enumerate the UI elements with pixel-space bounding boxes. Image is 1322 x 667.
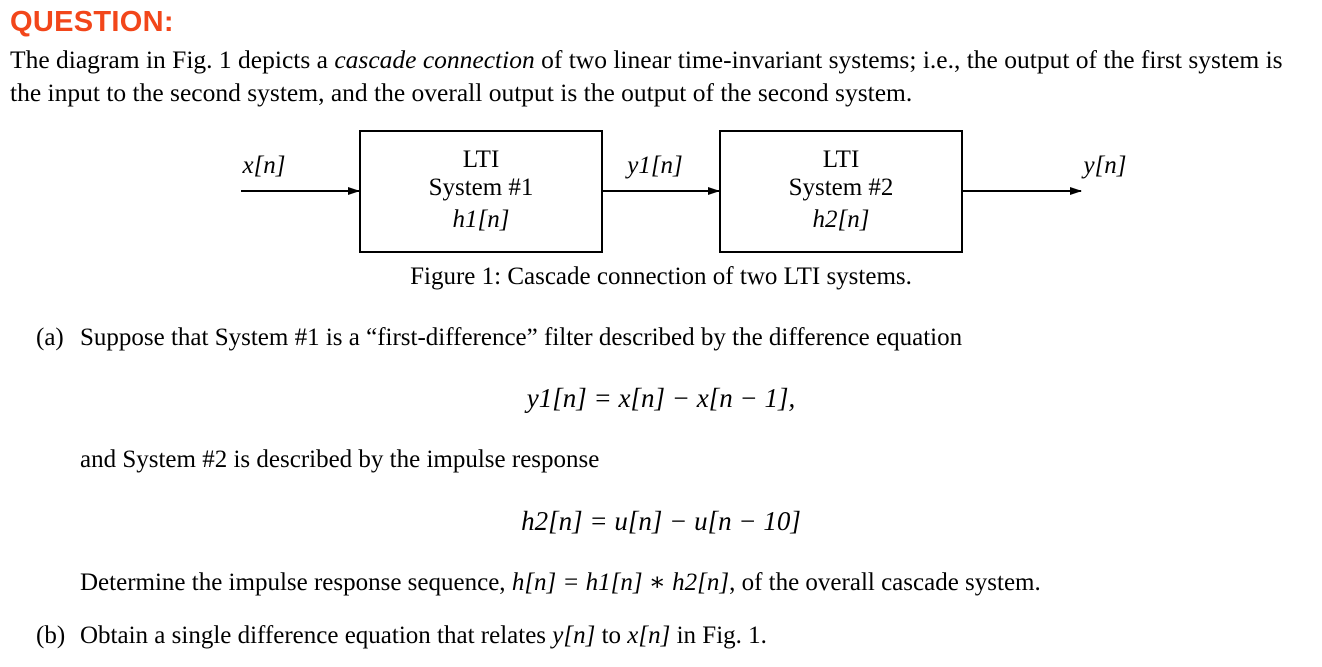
- system2-line2: System #2: [789, 174, 894, 201]
- intro-text-after: of two linear time-invariant systems; i.…: [10, 45, 1283, 107]
- equation-h2: h2[n] = u[n] − u[n − 10]: [521, 506, 801, 536]
- part-a-text3-before: Determine the impulse response sequence,: [80, 569, 512, 596]
- intro-text-before: The diagram in Fig. 1 depicts a: [10, 45, 335, 74]
- part-b-math2: x[n]: [627, 622, 671, 649]
- system1-box: [359, 130, 603, 253]
- part-b-marker: (b): [36, 622, 66, 649]
- part-b-before: Obtain a single difference equation that…: [80, 622, 553, 649]
- output-label: y[n]: [1080, 152, 1126, 179]
- input-label: x[n]: [241, 152, 285, 179]
- part-b-math1: y[n]: [552, 622, 596, 649]
- equation-y1: y1[n] = x[n] − x[n − 1],: [526, 383, 796, 413]
- system2-line1: LTI: [823, 146, 860, 173]
- part-b-middle: to: [595, 622, 628, 649]
- system1-line1: LTI: [463, 146, 500, 173]
- system2-box: [719, 130, 963, 253]
- question-heading: QUESTION:: [10, 6, 174, 38]
- part-a-convolution: h[n] = h1[n] ∗ h2[n]: [511, 569, 730, 596]
- mid-label: y1[n]: [624, 152, 683, 179]
- part-b-text: Obtain a single difference equation that…: [80, 622, 767, 650]
- part-a-text2: and System #2 is described by the impuls…: [80, 446, 600, 473]
- part-a-text3-after: , of the overall cascade system.: [729, 569, 1041, 596]
- part-a-text1: Suppose that System #1 is a “first-diffe…: [80, 324, 963, 351]
- intro-paragraph: The diagram in Fig. 1 depicts a cascade …: [10, 43, 1316, 109]
- system2-line3: h2[n]: [813, 206, 870, 233]
- part-a-marker: (a): [36, 324, 64, 351]
- part-a-text3: Determine the impulse response sequence,…: [80, 567, 1041, 597]
- system1-line3: h1[n]: [453, 206, 510, 233]
- cascade-diagram: x[n] y1[n] y[n] LTI System #1 h1[n] LTI …: [241, 130, 1127, 253]
- figure-caption: Figure 1: Cascade connection of two LTI …: [410, 263, 912, 290]
- part-b-after: in Fig. 1.: [670, 622, 767, 649]
- intro-emphasis: cascade connection: [334, 45, 535, 74]
- system1-line2: System #1: [429, 174, 534, 201]
